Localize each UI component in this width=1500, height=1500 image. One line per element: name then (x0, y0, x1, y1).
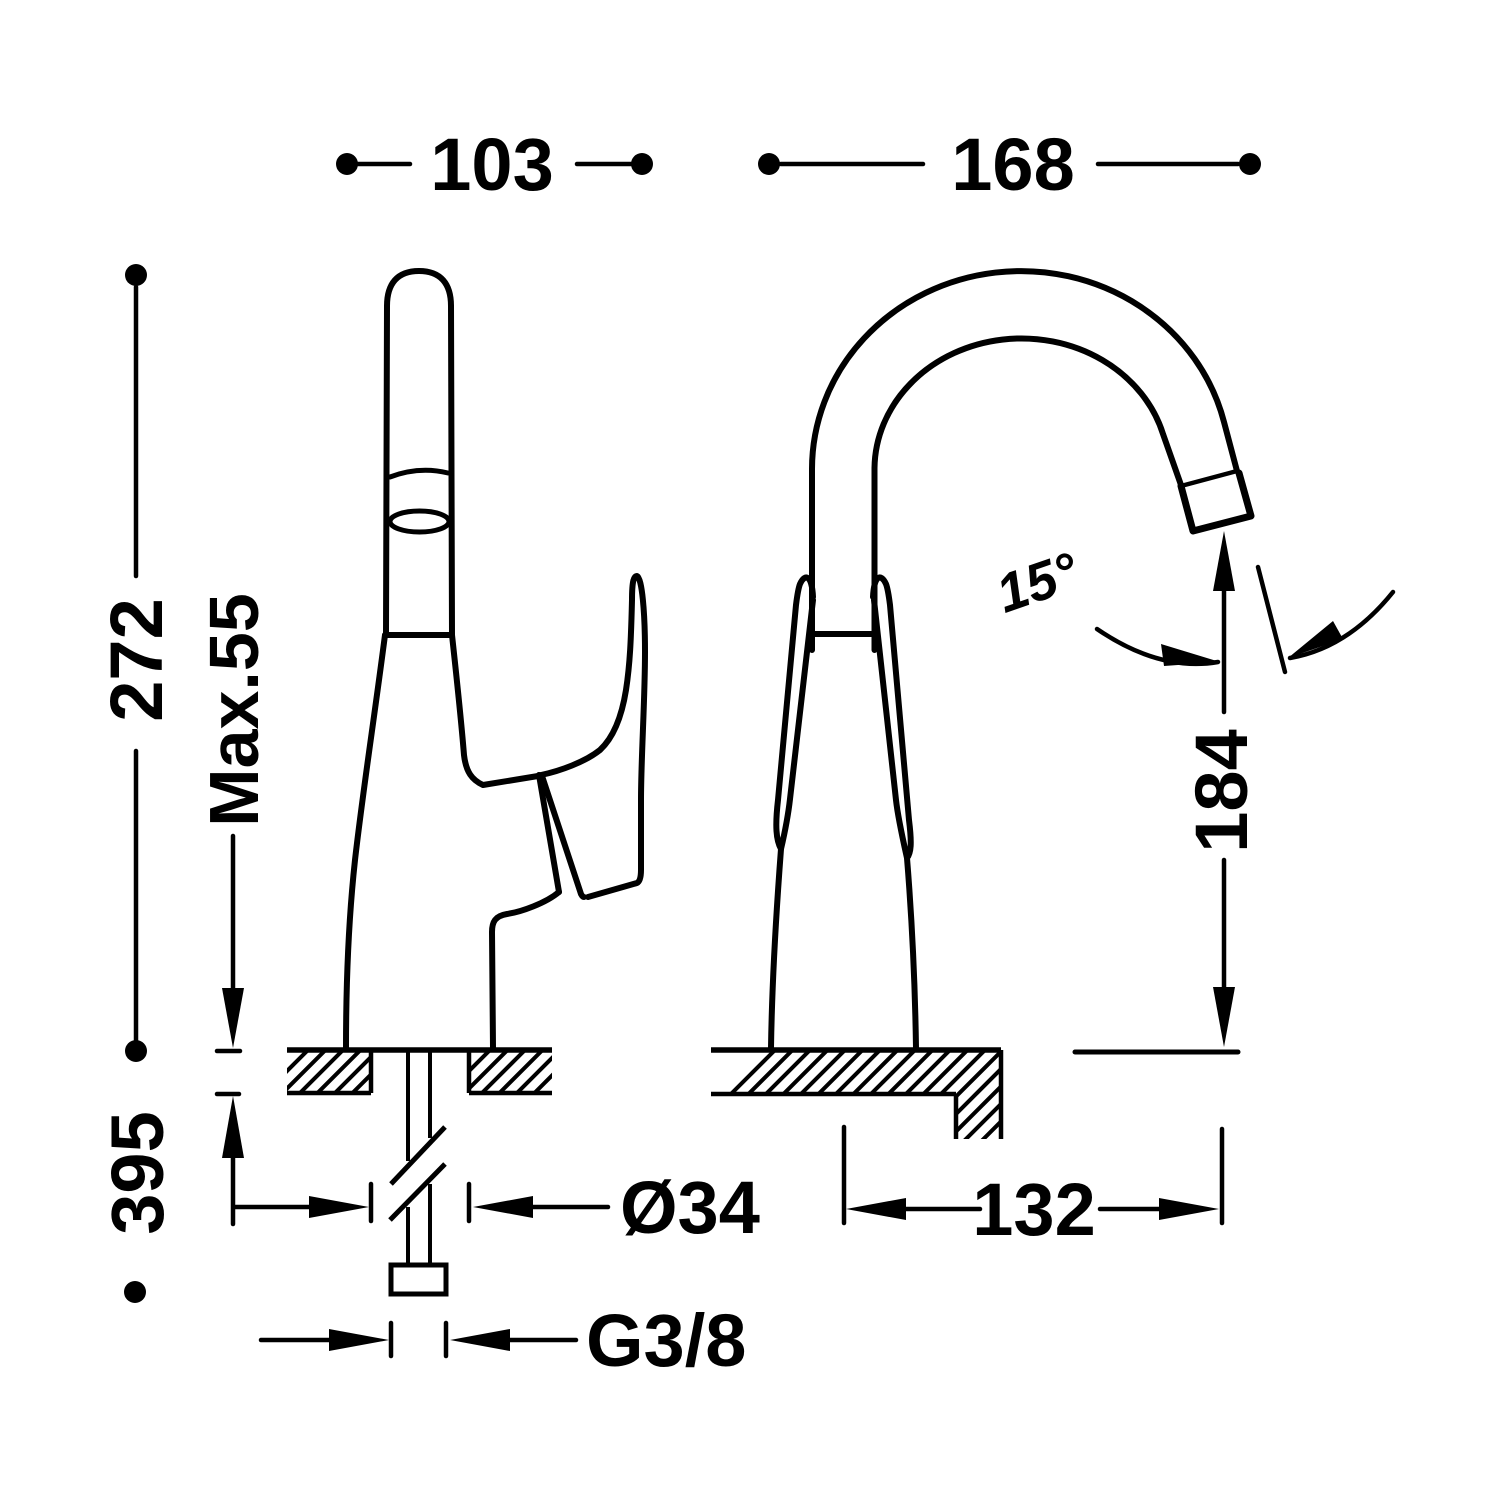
svg-text:103: 103 (430, 123, 553, 206)
svg-text:184: 184 (1180, 729, 1263, 852)
svg-text:395: 395 (96, 1111, 179, 1234)
svg-text:272: 272 (95, 598, 178, 721)
svg-text:15°: 15° (989, 541, 1086, 624)
svg-text:Max.55: Max.55 (195, 593, 273, 826)
svg-text:168: 168 (951, 123, 1074, 206)
svg-text:G3/8: G3/8 (586, 1299, 746, 1382)
svg-text:132: 132 (972, 1168, 1095, 1251)
svg-text:Ø34: Ø34 (620, 1166, 760, 1249)
